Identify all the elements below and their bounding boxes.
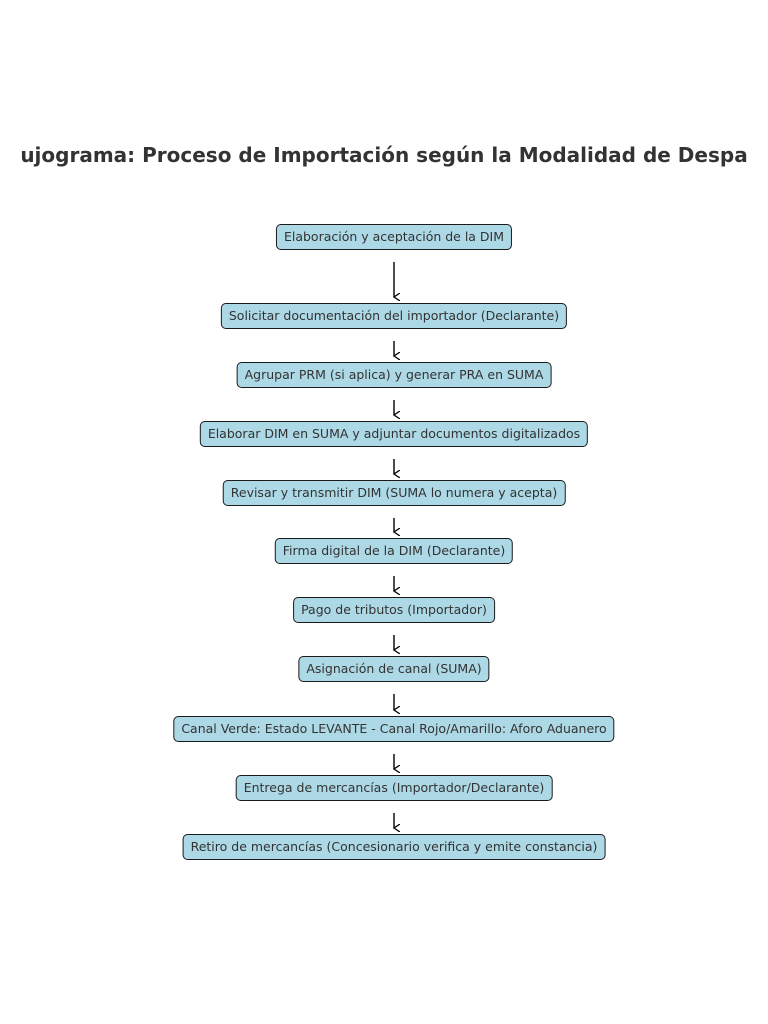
flow-step-1: Elaboración y aceptación de la DIM: [275, 224, 513, 250]
flow-step-9: Canal Verde: Estado LEVANTE - Canal Rojo…: [173, 716, 615, 742]
diagram-title: ujograma: Proceso de Importación según l…: [20, 143, 748, 167]
flow-step-6: Firma digital de la DIM (Declarante): [274, 538, 514, 564]
flow-step-7: Pago de tributos (Importador): [293, 597, 495, 623]
flow-step-5: Revisar y transmitir DIM (SUMA lo numera…: [222, 480, 566, 506]
flow-step-10: Entrega de mercancías (Importador/Declar…: [235, 775, 553, 801]
flow-step-4: Elaborar DIM en SUMA y adjuntar document…: [199, 421, 589, 447]
flow-step-11: Retiro de mercancías (Concesionario veri…: [182, 834, 606, 860]
flow-step-3: Agrupar PRM (si aplica) y generar PRA en…: [236, 362, 552, 388]
flow-step-8: Asignación de canal (SUMA): [298, 656, 490, 682]
flow-step-2: Solicitar documentación del importador (…: [220, 303, 568, 329]
